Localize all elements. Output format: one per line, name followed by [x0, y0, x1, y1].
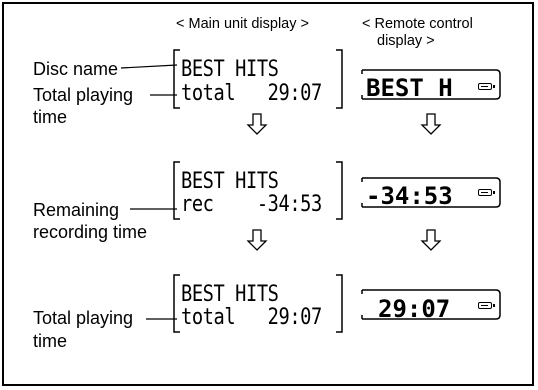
leader-disc-name: [120, 64, 178, 69]
battery-icon: [478, 302, 495, 309]
down-arrow-icon: [420, 113, 442, 135]
label-total-playing-1: Total playing: [33, 85, 134, 105]
remote-display-3-text: 29:07: [378, 295, 451, 323]
main-display-bracket-3: [173, 274, 343, 333]
main-display-3-line2: total 29:07: [181, 305, 322, 330]
label-remaining-recording-time: recording time: [33, 222, 148, 242]
main-display-1-line2: total 29:07: [181, 81, 322, 106]
label-total-playing-1-time: time: [33, 107, 68, 127]
remote-header-line2: display >: [377, 33, 435, 49]
down-arrow-icon: [246, 229, 268, 251]
main-display-1-line1: BEST HITS: [181, 57, 279, 82]
remote-display-box-2: [362, 177, 501, 208]
main-display-2-line1: BEST HITS: [181, 169, 279, 194]
label-total-playing-2: Total playing: [33, 308, 134, 328]
main-display-bracket-1: [173, 49, 343, 109]
battery-icon: [478, 83, 495, 90]
main-display-3-line1: BEST HITS: [181, 282, 279, 307]
main-display-2-line2: rec -34:53: [181, 192, 322, 217]
main-unit-header: < Main unit display >: [176, 16, 309, 32]
remote-display-2-text: -34:53: [366, 182, 453, 210]
remote-display-box-1: [362, 69, 501, 100]
label-total-playing-2-time: time: [33, 331, 68, 351]
remote-display-box-3: [362, 289, 501, 320]
main-display-bracket-2: [173, 161, 343, 220]
diagram-frame: [2, 2, 534, 386]
down-arrow-icon: [420, 229, 442, 251]
down-arrow-icon: [246, 113, 268, 135]
remote-display-1-text: BEST H: [366, 74, 453, 102]
label-remaining: Remaining: [33, 200, 120, 220]
battery-icon: [478, 189, 495, 196]
remote-header-line1: < Remote control: [362, 16, 473, 32]
label-disc-name: Disc name: [33, 59, 119, 79]
